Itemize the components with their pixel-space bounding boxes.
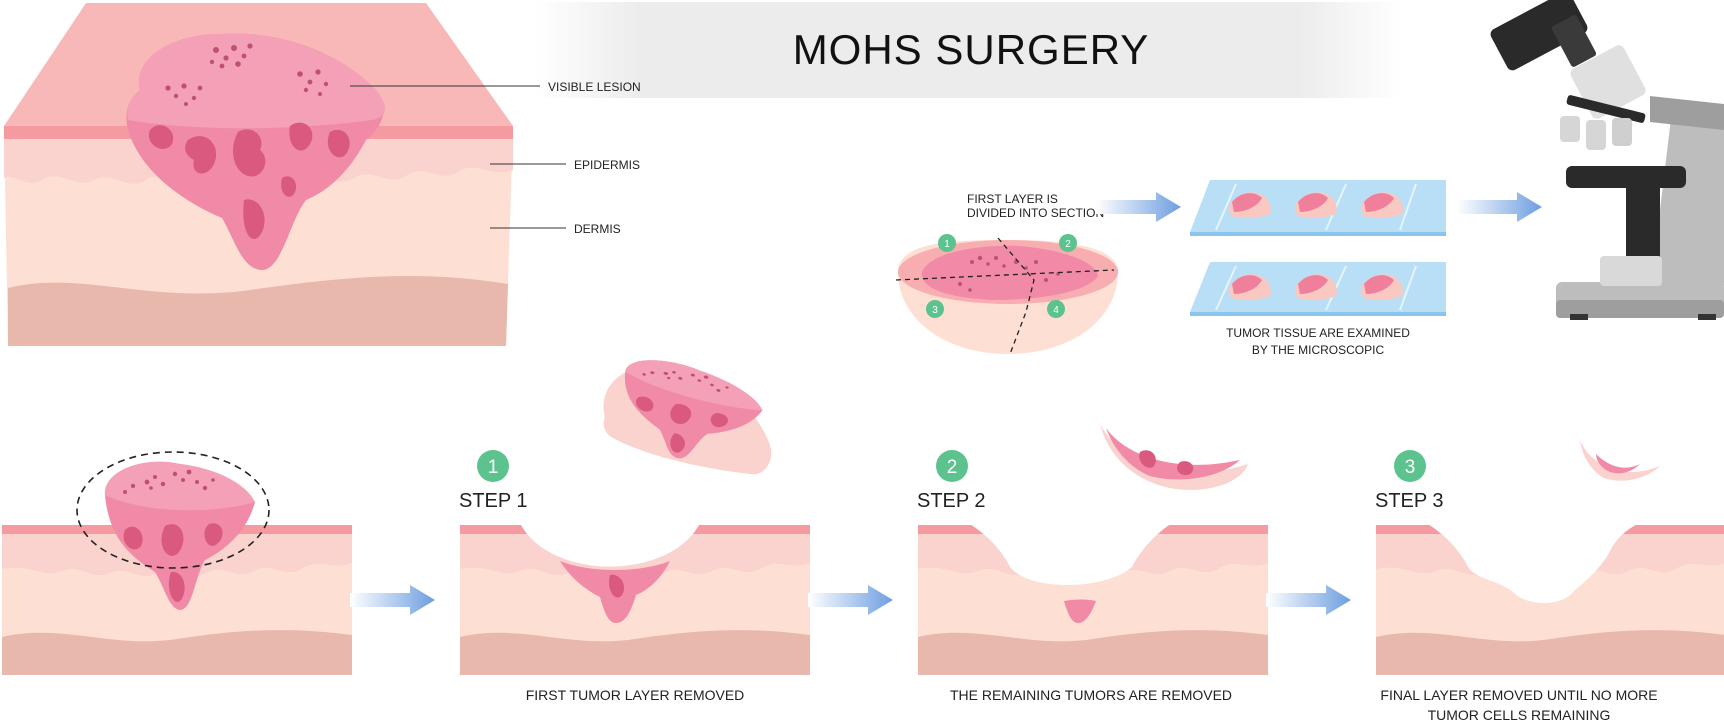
- microscope-icon: [1488, 0, 1724, 320]
- arrow-to-microscope: [1457, 192, 1542, 222]
- removed-layer-3: [1580, 440, 1660, 481]
- panel-step-3: [1376, 523, 1724, 675]
- dermis-label: DERMIS: [574, 222, 621, 236]
- step-3-label: STEP 3: [1375, 490, 1444, 512]
- svg-text:2: 2: [947, 457, 958, 478]
- panel-step-2: [918, 523, 1268, 675]
- removed-layer-1: [594, 348, 788, 482]
- arrow-3: [1266, 585, 1351, 615]
- step-3-caption-line1: FINAL LAYER REMOVED UNTIL NO MORE: [1380, 687, 1657, 703]
- arrow-to-slides: [1096, 192, 1181, 222]
- step-1-caption: FIRST TUMOR LAYER REMOVED: [526, 687, 745, 703]
- step-2-badge: 2: [936, 450, 968, 482]
- arrow-2: [808, 585, 893, 615]
- svg-text:1: 1: [944, 239, 950, 250]
- epidermis-label: EPIDERMIS: [574, 158, 640, 172]
- slide-top: [1190, 180, 1446, 236]
- svg-text:3: 3: [932, 305, 938, 316]
- section-badge-3: 3: [926, 300, 944, 318]
- step-2-caption: THE REMAINING TUMORS ARE REMOVED: [950, 687, 1232, 703]
- section-badge-1: 1: [938, 234, 956, 252]
- section-label-line2: DIVIDED INTO SECTION: [967, 206, 1104, 220]
- microscope-caption-line2: BY THE MICROSCOPIC: [1252, 343, 1385, 357]
- svg-text:1: 1: [488, 457, 499, 478]
- step-2-label: STEP 2: [917, 490, 986, 512]
- svg-text:2: 2: [1065, 239, 1071, 250]
- section-badge-4: 4: [1047, 300, 1065, 318]
- removed-layer-2: [1100, 424, 1248, 490]
- page-title: MOHS SURGERY: [793, 26, 1150, 73]
- skin-cross-section: [4, 3, 513, 346]
- microscope-caption-line1: TUMOR TISSUE ARE EXAMINED: [1226, 326, 1410, 340]
- step-3-caption-line2: TUMOR CELLS REMAINING: [1428, 707, 1611, 723]
- sectioned-layer: [896, 238, 1118, 354]
- section-label-line1: FIRST LAYER IS: [967, 192, 1058, 206]
- visible-lesion-label: VISIBLE LESION: [548, 80, 641, 94]
- step-3-badge: 3: [1394, 450, 1426, 482]
- slide-bottom: [1190, 262, 1446, 316]
- section-badge-2: 2: [1059, 234, 1077, 252]
- step-1-badge: 1: [477, 450, 509, 482]
- arrow-1: [350, 585, 435, 615]
- panel-step-1: [460, 523, 810, 675]
- svg-text:4: 4: [1053, 305, 1059, 316]
- svg-text:3: 3: [1405, 457, 1416, 478]
- step-1-label: STEP 1: [459, 490, 528, 512]
